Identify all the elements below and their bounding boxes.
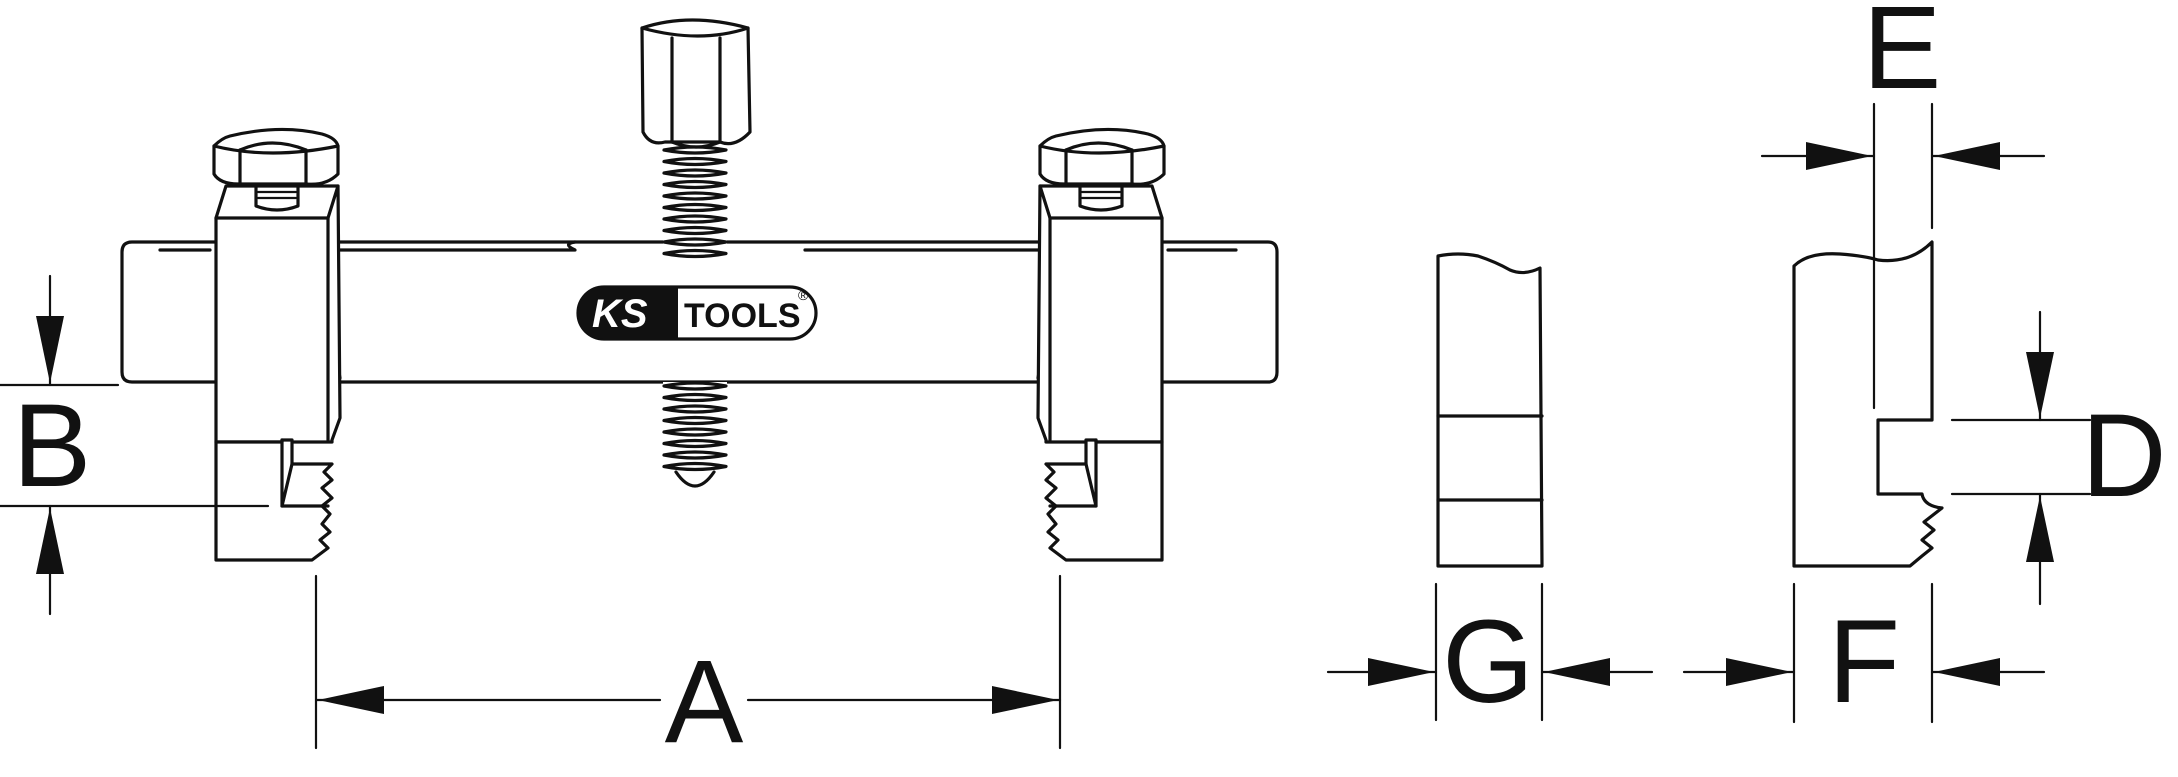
logo-ks-text: KS [592, 292, 648, 336]
right-jaw [1044, 438, 1164, 562]
dimension-a: A [314, 574, 1062, 768]
ks-tools-logo: KS TOOLS ® [576, 285, 818, 341]
thread-ridge [662, 156, 728, 167]
thread-ridge [662, 404, 728, 414]
jaw-side-view-def: E F D [1682, 0, 2167, 728]
dimension-label-b: B [13, 380, 92, 512]
jaw-profile-front [1436, 252, 1544, 568]
thread-ridge [662, 461, 728, 472]
jaw-profile-side [1792, 240, 1944, 568]
dimension-label-e: E [1863, 0, 1942, 114]
thread-ridge [662, 191, 728, 201]
thread-ridge [662, 450, 728, 460]
thread-ridge [662, 392, 728, 403]
center-spindle [640, 18, 752, 488]
thread-ridge [662, 438, 728, 449]
dimension-label-d: D [2081, 390, 2166, 522]
dimension-label-g: G [1442, 596, 1534, 728]
thread-ridge [662, 214, 728, 224]
jaw-side-view-g: G [1326, 252, 1654, 728]
thread-ridge [662, 248, 728, 259]
thread-ridge [662, 237, 728, 247]
dimension-label-a: A [665, 636, 744, 768]
puller-front-view: KS TOOLS ® [120, 18, 1279, 562]
right-slider-block [1036, 184, 1164, 444]
left-clamp-bolt-head [212, 127, 340, 186]
spindle-hex-head [640, 18, 752, 146]
thread-ridge [662, 225, 728, 236]
thread-ridge [662, 415, 728, 426]
thread-ridge [662, 145, 728, 155]
thread-ridge [662, 202, 728, 213]
dimension-b: B [0, 274, 270, 616]
thread-ridge [662, 179, 728, 190]
right-clamp-bolt-head [1038, 127, 1166, 186]
left-slider-block [214, 184, 342, 444]
left-jaw [214, 438, 334, 562]
left-jaw-assembly [212, 127, 342, 562]
logo-registered-mark: ® [798, 287, 809, 303]
thread-ridge [662, 427, 728, 437]
logo-tools-text: TOOLS [684, 297, 801, 335]
thread-ridge [662, 381, 728, 391]
right-jaw-assembly [1036, 127, 1166, 562]
thread-ridge [662, 168, 728, 178]
dimension-label-f: F [1828, 596, 1900, 728]
